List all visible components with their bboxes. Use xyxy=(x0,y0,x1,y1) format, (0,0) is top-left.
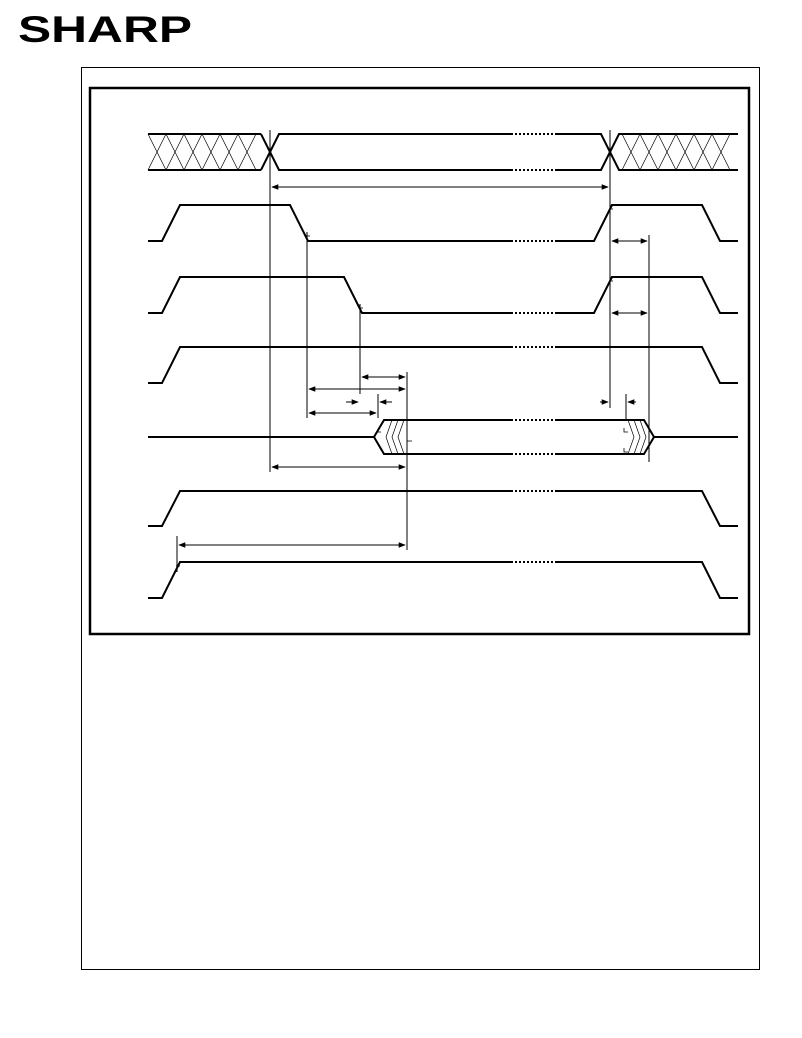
signal-3 xyxy=(148,276,738,314)
reference-lines xyxy=(176,130,650,572)
logo-text: SHARP xyxy=(18,12,192,46)
signal-6 xyxy=(148,490,738,527)
diagram-frame xyxy=(88,86,751,636)
sharp-logo: SHARP xyxy=(18,12,192,46)
data-transition-hatch-left xyxy=(385,419,405,455)
signal-data-bus xyxy=(148,419,738,455)
tick-marks xyxy=(176,208,613,567)
signal-7 xyxy=(148,561,738,599)
hatch-right xyxy=(621,133,731,171)
timing-arrows xyxy=(178,184,648,548)
signal-2 xyxy=(148,204,738,242)
signal-4 xyxy=(148,346,738,384)
outer-frame xyxy=(81,67,760,970)
hatch-left xyxy=(147,133,257,171)
signal-address-bus xyxy=(147,133,738,171)
data-transition-hatch-right xyxy=(627,419,647,455)
